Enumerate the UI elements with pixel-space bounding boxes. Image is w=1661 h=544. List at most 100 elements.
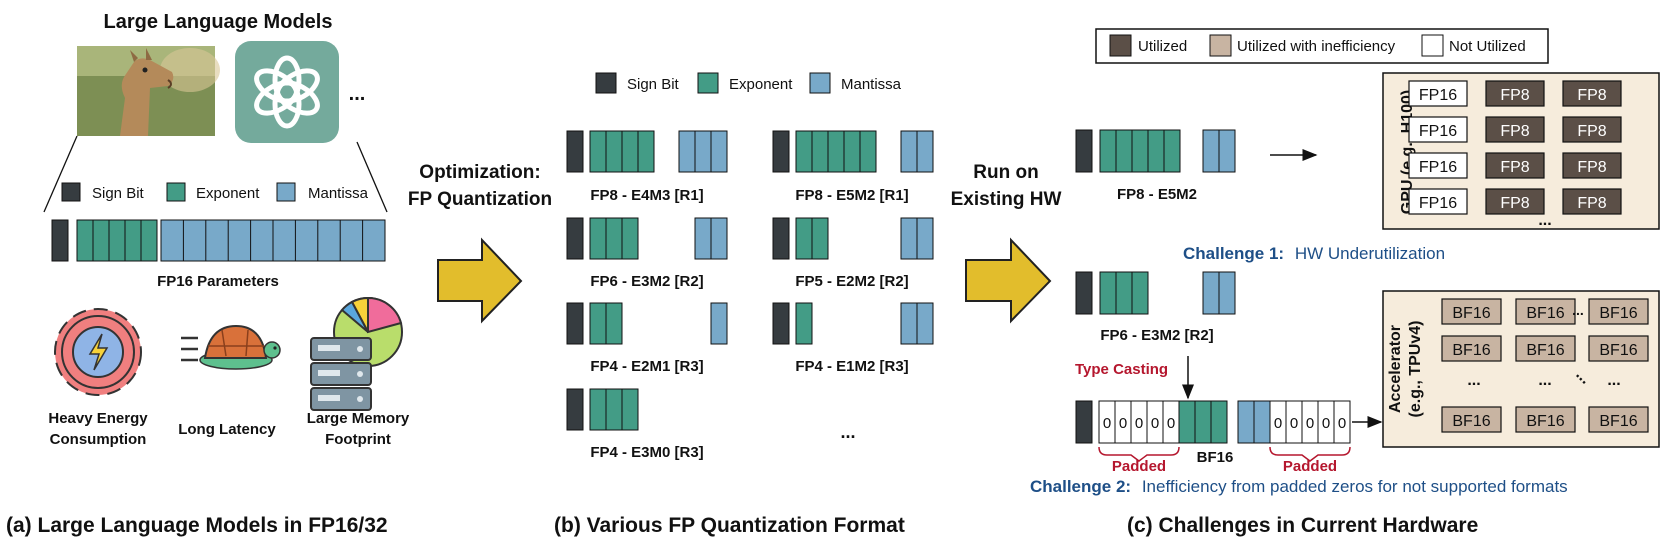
mantissa-bit-cell [916,302,934,345]
legend-a-mantissa: Mantissa [308,185,369,202]
padded-brace-left [1098,446,1180,462]
accelerator-cell [1515,406,1576,433]
accelerator-cell-label: BF16 [1526,305,1564,322]
zoom-line-right [356,141,388,213]
legend-a: Sign Bit Exponent Mantissa [61,182,369,202]
exponent-bit-cell [637,130,655,173]
gpu-cell-label: FP8 [1500,87,1529,104]
exponent-bit-cell [605,217,623,260]
format-blocks: FP8 - E4M3 [R1] FP8 - E5M2 [R1] FP6 - E3M2… [566,130,934,461]
yellow-arrow-2 [965,237,1052,324]
fp8-e5m2-block [1075,129,1236,173]
acc-dots-col2: ... [1538,372,1551,389]
legend-b-exponent: Exponent [729,76,793,93]
memory-server-icon [310,296,403,411]
gpu-cell [1485,80,1545,107]
mantissa-bit-cell [694,130,712,173]
panel-c: Utilized Utilized with inefficiency Not … [1030,28,1660,537]
padded-label-right: Padded [1283,458,1337,475]
exponent-bit-cell [589,302,607,345]
gpu-cell [1485,188,1545,215]
accelerator-label-2: (e.g., TPUv4) [1407,321,1424,418]
exponent-bit-cell [621,388,639,431]
accelerator-cell [1588,298,1649,325]
legend-inefficient: Utilized with inefficiency [1237,38,1396,55]
gpu-cell-label: FP8 [1500,195,1529,212]
zero-digit: 0 [1322,415,1330,432]
mantissa-bit-cell [710,302,728,345]
accelerator-cell [1441,298,1502,325]
mantissa-bit-cell [710,130,728,173]
legend-utilized: Utilized [1138,38,1187,55]
legend-b: Sign Bit Exponent Mantissa [595,72,902,94]
type-casting-label: Type Casting [1075,361,1168,378]
zero-digit: 0 [1135,415,1143,432]
exponent-bit-cell [795,130,813,173]
panel-b: Sign Bit Exponent Mantissa FP8 - E4M3 [R… [554,72,934,537]
gpu-cell-label: FP8 [1577,195,1606,212]
format-block: FP5 - E2M2 [R2] [772,217,934,290]
accelerator-label-1: Accelerator [1387,325,1404,413]
gpu-cell-label: FP16 [1419,123,1457,140]
format-block: FP8 - E4M3 [R1] [566,130,728,204]
challenge-1-bold: Challenge 1: [1183,244,1284,263]
challenge-1: Challenge 1: HW Underutilization [1183,244,1445,263]
sign-bit-cell [772,217,790,260]
zero-digit: 0 [1290,415,1298,432]
gpu-cell [1485,116,1545,143]
accelerator-cell [1588,335,1649,362]
exponent-bit-cell [795,302,813,345]
sign-bit-cell [566,217,584,260]
exponent-bit-cell [827,130,845,173]
accelerator-cell [1441,406,1502,433]
exponent-bit-cell [589,217,607,260]
sign-bit-cell [566,302,584,345]
format-block: FP8 - E5M2 [R1] [772,130,934,204]
gpu-more: ... [1538,212,1551,229]
padded-brace-right [1269,446,1351,462]
exponent-bit-cell [621,130,639,173]
zero-digit: 0 [1167,415,1175,432]
zero-digit: 0 [1274,415,1282,432]
mantissa-bit-cell [916,217,934,260]
exponent-bit-cell [811,217,829,260]
accelerator-cell [1515,335,1576,362]
exponent-bit-cell [859,130,877,173]
caption-b: (b) Various FP Quantization Format [554,514,905,537]
llama-image [77,46,220,136]
exponent-bit-cell [811,130,829,173]
arrow-quantization: Optimization: FP Quantization [408,162,552,324]
issue-memory-line1: Large Memory [307,410,410,427]
panel-a-title: Large Language Models [104,11,333,33]
arrow2-line2: Existing HW [951,189,1062,210]
legend-b-mantissa: Mantissa [841,76,902,93]
legend-not-utilized: Not Utilized [1449,38,1526,55]
gpu-cell [1408,188,1468,215]
sign-bit-cell [566,130,584,173]
exponent-bit-cell [621,217,639,260]
panel-a: Large Language Models ... [6,11,410,537]
format-block: FP6 - E3M2 [R2] [566,217,728,290]
challenge-2-bold: Challenge 2: [1030,477,1131,496]
issue-energy-line1: Heavy Energy [48,410,148,427]
format-label: FP6 - E3M2 [R2] [590,273,703,290]
zero-digit: 0 [1103,415,1111,432]
accelerator-cell-label: BF16 [1526,342,1564,359]
gpu-cell-label: FP8 [1500,159,1529,176]
fp8-e5m2-label: FP8 - E5M2 [1117,186,1197,203]
legend-a-sign: Sign Bit [92,185,145,202]
gpu-cell-label: FP8 [1577,87,1606,104]
sign-bit-cell [772,130,790,173]
fp6-e3m2-label: FP6 - E3M2 [R2] [1100,327,1213,344]
accelerator-cell-label: BF16 [1599,305,1637,322]
energy-gear-icon [54,308,142,396]
sign-bit-cell [772,302,790,345]
accelerator-cell-label: BF16 [1452,342,1490,359]
acc-dots-col3: ... [1607,372,1620,389]
fp16-label: FP16 Parameters [157,273,279,290]
zero-digit: 0 [1151,415,1159,432]
